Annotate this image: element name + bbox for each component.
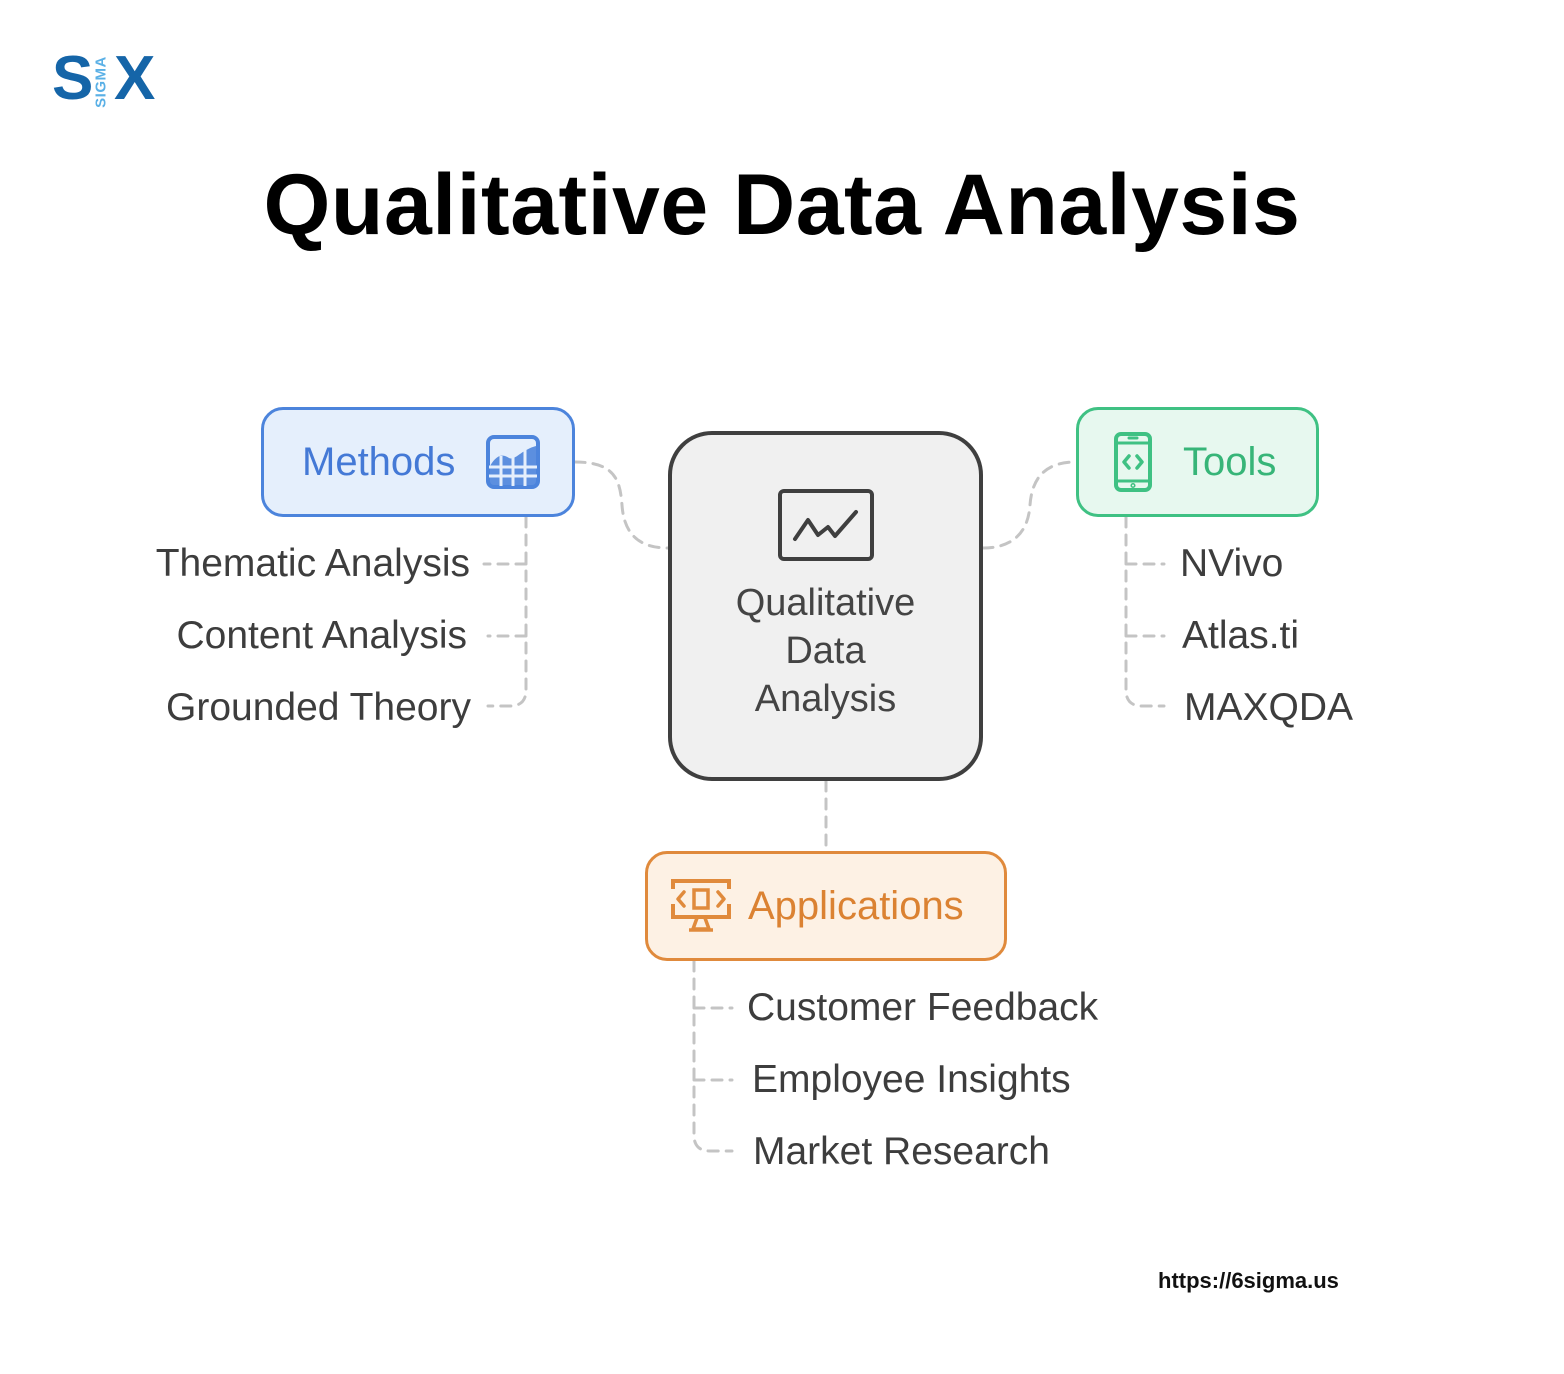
method-item: Grounded Theory (166, 686, 471, 729)
page-title: Qualitative Data Analysis (263, 157, 1301, 253)
table-chart-icon (486, 435, 541, 489)
logo-x: X (114, 44, 156, 113)
application-item: Customer Feedback (747, 986, 1099, 1029)
center-node: Qualitative Data Analysis (668, 431, 983, 781)
method-item: Thematic Analysis (155, 542, 470, 585)
mobile-code-icon (1114, 432, 1152, 492)
applications-node: Applications (645, 851, 1007, 961)
application-item: Market Research (753, 1130, 1050, 1173)
tools-node: Tools (1076, 407, 1319, 517)
methods-label: Methods (302, 439, 456, 484)
methods-node: Methods (261, 407, 575, 517)
applications-label: Applications (748, 883, 964, 928)
line-chart-icon (777, 489, 874, 561)
center-label: Qualitative Data Analysis (735, 582, 916, 720)
logo-sigma-text: SIGMA (92, 56, 110, 108)
method-item: Content Analysis (176, 614, 467, 657)
application-item: Employee Insights (752, 1058, 1071, 1101)
logo-s: S (52, 44, 94, 113)
tool-item: NVivo (1180, 542, 1284, 585)
sixsigma-logo: S SIGMA X (52, 48, 164, 112)
tools-label: Tools (1183, 439, 1277, 484)
tool-item: Atlas.ti (1182, 614, 1300, 657)
monitor-code-icon (671, 879, 731, 932)
tool-item: MAXQDA (1184, 686, 1354, 729)
footer-url[interactable]: https://6sigma.us (1158, 1268, 1339, 1293)
